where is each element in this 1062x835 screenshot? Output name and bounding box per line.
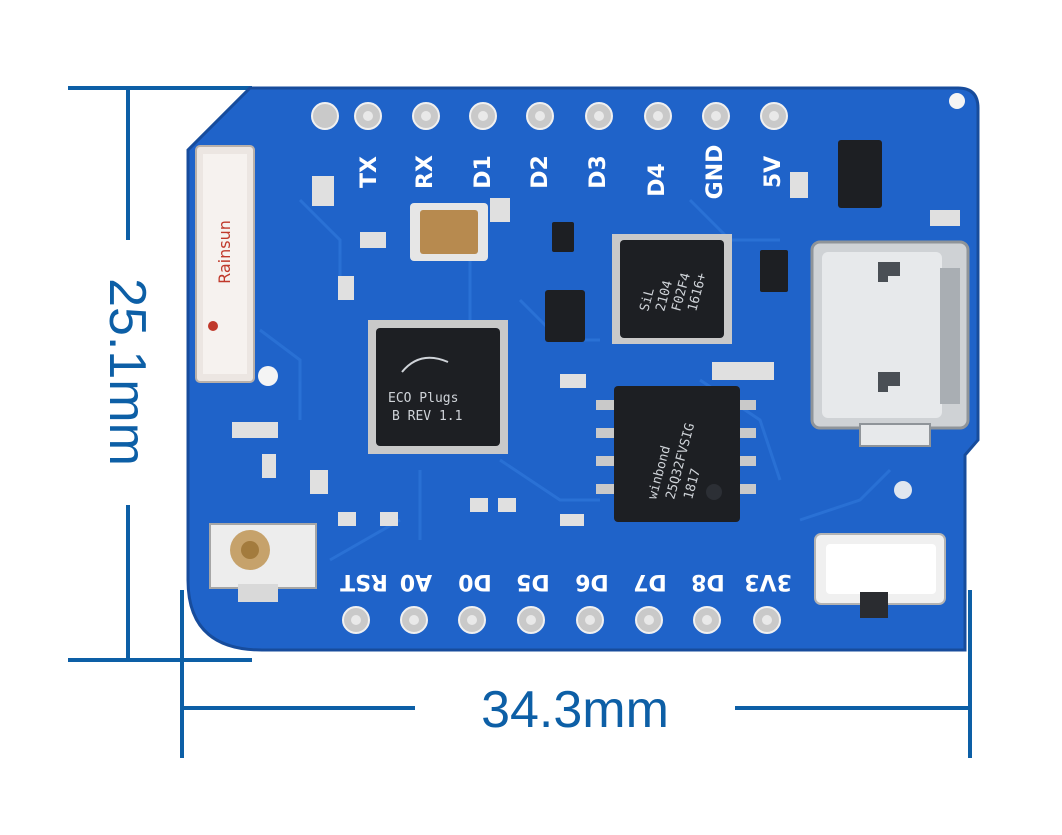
- pin-label-d6: D6: [575, 569, 609, 594]
- antenna-label: Rainsun: [215, 220, 234, 284]
- flash-chip-icon: winbond 25Q32FVSIG 1817: [596, 386, 756, 522]
- pin-label-d5: D5: [516, 569, 550, 594]
- pin-label-a0: A0: [400, 569, 432, 594]
- bottom-pin-pads: [342, 606, 781, 634]
- pin-label-tx: TX: [357, 156, 382, 188]
- ceramic-antenna-icon: Rainsun: [195, 145, 255, 383]
- bottom-pin-labels: RST A0 D0 D5 D6 D7 D8 3V3: [340, 569, 792, 594]
- pin-label-5v: 5V: [761, 156, 786, 188]
- pin-label-d8: D8: [691, 569, 725, 594]
- ufl-connector-icon: [209, 523, 317, 602]
- uart-text-line1: SiL: [637, 286, 658, 313]
- dimension-lines: [68, 86, 972, 758]
- pin-label-d1: D1: [471, 155, 496, 189]
- height-dimension-label: 25.1mm: [98, 278, 156, 466]
- top-pin-labels: TX RX D1 D2 D3 D4 GND 5V: [357, 145, 786, 200]
- pin-label-rst: RST: [340, 569, 388, 594]
- reset-button-icon: [814, 533, 946, 618]
- crystal-icon: [410, 203, 488, 261]
- pin-label-d2: D2: [528, 155, 553, 189]
- pin-label-3v3: 3V3: [744, 569, 792, 594]
- pin-label-d7: D7: [633, 569, 667, 594]
- pin-label-d4: D4: [645, 163, 670, 197]
- mcu-text-line1: ECO Plugs: [388, 391, 458, 406]
- mcu-chip-icon: ECO Plugs B REV 1.1: [368, 320, 508, 454]
- mcu-text-line2: B REV 1.1: [392, 409, 462, 424]
- pcb-board-icon: [186, 86, 980, 652]
- pin-label-d0: D0: [458, 569, 492, 594]
- width-dimension-label: 34.3mm: [481, 681, 669, 739]
- pin-label-gnd: GND: [703, 145, 728, 200]
- pin-label-rx: RX: [413, 155, 438, 189]
- top-pin-pads: [311, 102, 788, 130]
- usb-uart-chip-icon: SiL 2104 F02F4 1616+: [612, 234, 732, 344]
- passive-components: [232, 172, 960, 526]
- small-components: [545, 140, 882, 342]
- micro-usb-connector-icon: [810, 240, 970, 447]
- pin-label-d3: D3: [586, 155, 611, 189]
